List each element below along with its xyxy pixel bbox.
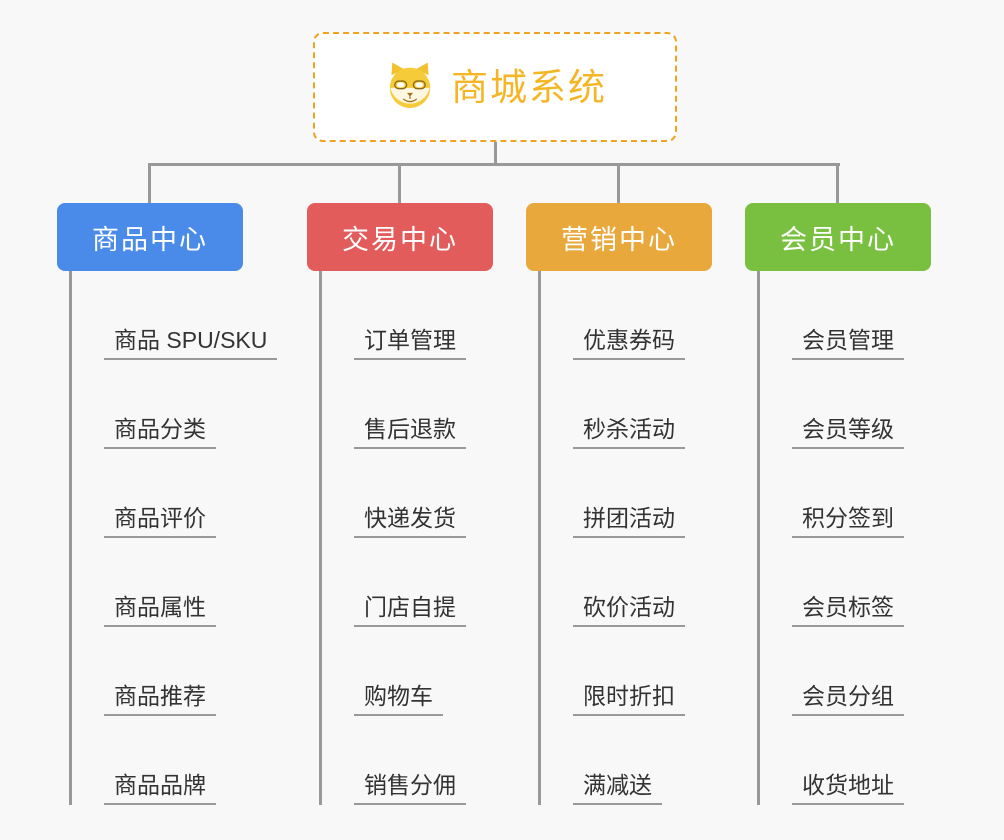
leaf-node[interactable]: 商品推荐	[72, 627, 243, 716]
leaf-node-label: 秒杀活动	[573, 416, 685, 449]
leaf-node-label: 快递发货	[354, 505, 466, 538]
leaf-node[interactable]: 拼团活动	[541, 449, 712, 538]
leaf-node[interactable]: 会员分组	[760, 627, 931, 716]
leaf-node-label: 会员分组	[792, 683, 904, 716]
leaf-node-label: 拼团活动	[573, 505, 685, 538]
leaf-node[interactable]: 砍价活动	[541, 538, 712, 627]
leaf-node-label: 售后退款	[354, 416, 466, 449]
root-node[interactable]: 商城系统	[313, 32, 677, 142]
leaf-node-label: 收货地址	[792, 772, 904, 805]
leaf-node-label: 商品属性	[104, 594, 216, 627]
leaf-node-label: 满减送	[573, 772, 662, 805]
leaf-node[interactable]: 秒杀活动	[541, 360, 712, 449]
leaf-node[interactable]: 商品评价	[72, 449, 243, 538]
branch-leaf-list: 优惠券码秒杀活动拼团活动砍价活动限时折扣满减送	[538, 271, 712, 805]
connector-branch-stem-1	[148, 163, 151, 205]
leaf-node[interactable]: 商品 SPU/SKU	[72, 271, 278, 360]
leaf-node[interactable]: 会员管理	[760, 271, 931, 360]
leaf-node[interactable]: 销售分佣	[322, 716, 493, 805]
branch-header[interactable]: 会员中心	[745, 203, 931, 271]
leaf-node-label: 门店自提	[354, 594, 466, 627]
leaf-node[interactable]: 收货地址	[760, 716, 931, 805]
leaf-node-label: 购物车	[354, 683, 443, 716]
leaf-node-label: 砍价活动	[573, 594, 685, 627]
leaf-node-label: 优惠券码	[573, 327, 685, 360]
leaf-node-label: 会员等级	[792, 416, 904, 449]
branch-leaf-list: 订单管理售后退款快递发货门店自提购物车销售分佣	[319, 271, 493, 805]
branch-header-label: 交易中心	[342, 224, 458, 255]
leaf-node[interactable]: 商品属性	[72, 538, 243, 627]
leaf-node[interactable]: 商品品牌	[72, 716, 243, 805]
leaf-node-label: 限时折扣	[573, 683, 685, 716]
branch-column: 营销中心优惠券码秒杀活动拼团活动砍价活动限时折扣满减送	[526, 203, 712, 805]
leaf-node[interactable]: 门店自提	[322, 538, 493, 627]
branch-leaf-list: 会员管理会员等级积分签到会员标签会员分组收货地址	[757, 271, 931, 805]
branch-header-label: 营销中心	[561, 224, 677, 255]
connector-branch-stem-4	[836, 163, 839, 205]
connector-horizontal-bar	[148, 163, 840, 166]
leaf-node[interactable]: 购物车	[322, 627, 493, 716]
leaf-node-label: 商品分类	[104, 416, 216, 449]
leaf-node[interactable]: 优惠券码	[541, 271, 712, 360]
leaf-node-label: 销售分佣	[354, 772, 466, 805]
leaf-node[interactable]: 限时折扣	[541, 627, 712, 716]
connector-branch-stem-3	[617, 163, 620, 205]
branch-leaf-list: 商品 SPU/SKU 商品分类商品评价商品属性商品推荐商品品牌	[69, 271, 278, 805]
leaf-node[interactable]: 会员等级	[760, 360, 931, 449]
leaf-node-label: 商品评价	[104, 505, 216, 538]
branch-header-label: 会员中心	[780, 224, 896, 255]
leaf-node[interactable]: 会员标签	[760, 538, 931, 627]
leaf-node-label: 订单管理	[354, 327, 466, 360]
root-title: 商城系统	[451, 66, 607, 108]
leaf-node[interactable]: 满减送	[541, 716, 712, 805]
leaf-node[interactable]: 订单管理	[322, 271, 493, 360]
leaf-node-label: 会员标签	[792, 594, 904, 627]
connector-branch-stem-2	[398, 163, 401, 205]
leaf-node-label: 商品推荐	[104, 683, 216, 716]
branch-header[interactable]: 商品中心	[57, 203, 243, 271]
leaf-node-label: 商品 SPU/SKU	[104, 327, 278, 360]
leaf-node-label: 会员管理	[792, 327, 904, 360]
leaf-node[interactable]: 商品分类	[72, 360, 243, 449]
leaf-node[interactable]: 售后退款	[322, 360, 493, 449]
branch-column: 会员中心会员管理会员等级积分签到会员标签会员分组收货地址	[745, 203, 931, 805]
branch-header-label: 商品中心	[92, 224, 208, 255]
leaf-node[interactable]: 积分签到	[760, 449, 931, 538]
branch-header[interactable]: 营销中心	[526, 203, 712, 271]
shiba-dog-icon	[389, 62, 431, 109]
leaf-node-label: 积分签到	[792, 505, 904, 538]
connector-root-stem	[494, 142, 497, 165]
branch-column: 商品中心商品 SPU/SKU 商品分类商品评价商品属性商品推荐商品品牌	[57, 203, 278, 805]
leaf-node-label: 商品品牌	[104, 772, 216, 805]
branch-header[interactable]: 交易中心	[307, 203, 493, 271]
leaf-node[interactable]: 快递发货	[322, 449, 493, 538]
branch-column: 交易中心订单管理售后退款快递发货门店自提购物车销售分佣	[307, 203, 493, 805]
